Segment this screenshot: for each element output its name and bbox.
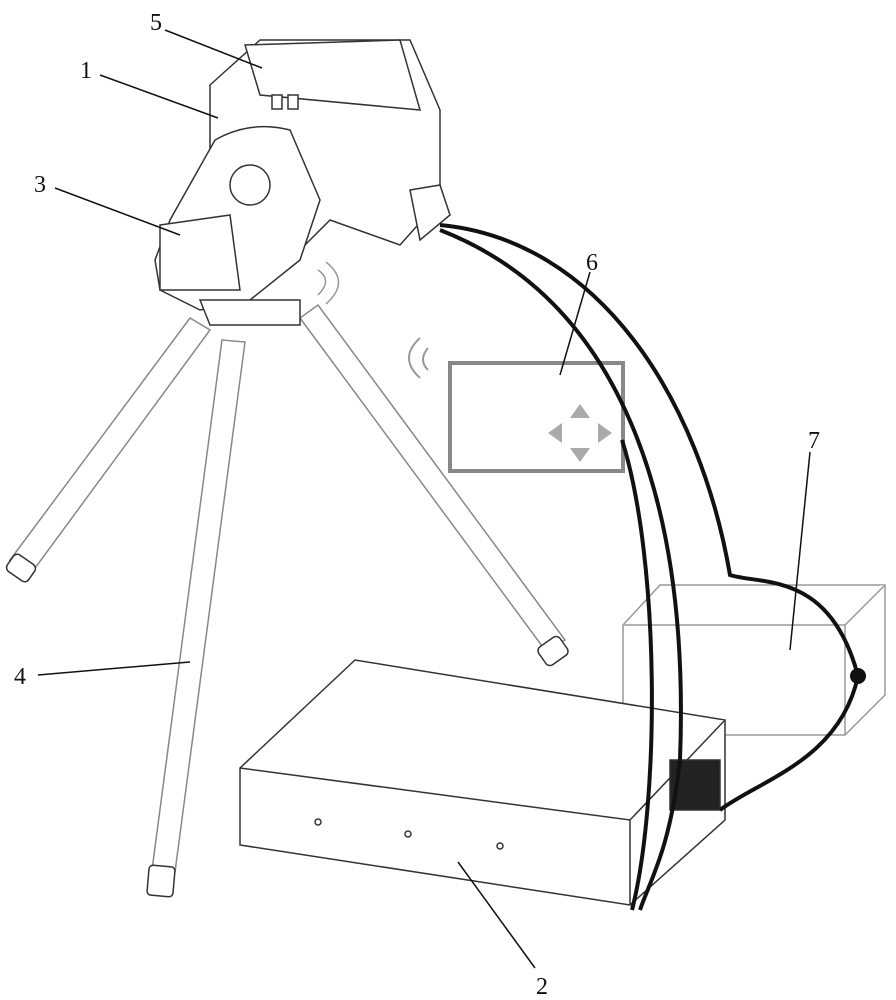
tripod-leg-left [10,318,210,575]
camera-assembly [155,40,450,325]
label-5: 5 [150,10,162,36]
label-2: 2 [536,974,548,1000]
tripod-leg-right [300,305,565,650]
label-6: 6 [586,250,598,276]
label-7: 7 [808,428,820,454]
label-4: 4 [14,664,26,690]
wireless-signal-icon [409,338,428,378]
tripod-leg-front [152,340,245,872]
label-1: 1 [80,58,92,84]
label-3: 3 [34,172,46,198]
remote-controller [409,338,623,471]
